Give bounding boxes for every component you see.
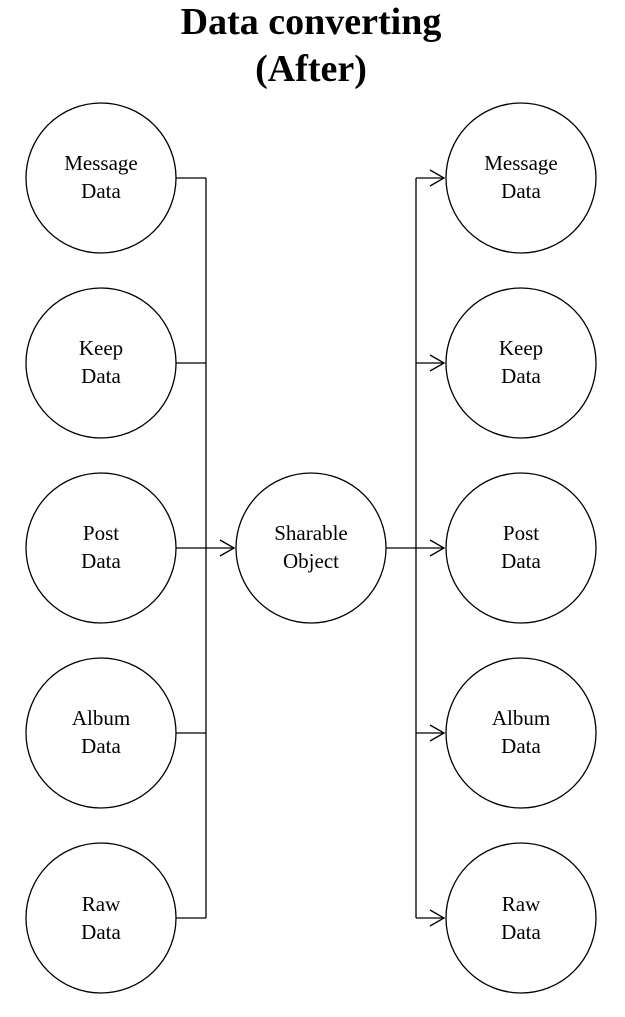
output-node-label-line-1: Album	[492, 706, 550, 730]
title-line-1: Data converting	[181, 1, 442, 43]
output-node-label-line-2: Data	[501, 364, 541, 388]
output-node-label-line-1: Message	[484, 151, 557, 175]
output-arrowhead	[429, 354, 446, 372]
output-node-album: Album Data	[445, 657, 597, 809]
input-node-keep: Keep Data	[25, 287, 177, 439]
input-node-circle	[25, 287, 177, 439]
output-node-label-line-1: Raw	[502, 892, 541, 916]
input-connectors	[176, 177, 236, 919]
output-node-label-line-2: Data	[501, 734, 541, 758]
output-arrowhead	[429, 539, 446, 557]
input-node-label-line-1: Keep	[79, 336, 123, 360]
input-node-circle	[25, 842, 177, 994]
input-arrowhead	[219, 539, 236, 557]
input-node-raw: Raw Data	[25, 842, 177, 994]
center-node-sharable-object: Sharable Object	[235, 472, 387, 624]
output-node-circle	[445, 287, 597, 439]
input-node-circle	[25, 472, 177, 624]
output-node-circle	[445, 472, 597, 624]
input-node-circle	[25, 657, 177, 809]
diagram-title: Data converting (After)	[181, 1, 442, 90]
input-node-label-line-1: Post	[83, 521, 119, 545]
input-node-label-line-2: Data	[81, 549, 121, 573]
output-node-circle	[445, 102, 597, 254]
output-node-message: Message Data	[445, 102, 597, 254]
output-node-label-line-2: Data	[501, 920, 541, 944]
input-node-label-line-1: Raw	[82, 892, 121, 916]
output-arrowhead	[429, 909, 446, 927]
output-node-circle	[445, 842, 597, 994]
center-node-circle	[235, 472, 387, 624]
output-connectors	[386, 169, 446, 927]
output-node-raw: Raw Data	[445, 842, 597, 994]
input-node-album: Album Data	[25, 657, 177, 809]
input-node-label-line-2: Data	[81, 920, 121, 944]
output-node-keep: Keep Data	[445, 287, 597, 439]
output-arrowhead	[429, 724, 446, 742]
input-node-label-line-2: Data	[81, 734, 121, 758]
center-node-label-line-2: Object	[283, 549, 339, 573]
output-arrowhead	[429, 169, 446, 187]
output-node-label-line-2: Data	[501, 179, 541, 203]
center-node-label-line-1: Sharable	[274, 521, 347, 545]
input-node-circle	[25, 102, 177, 254]
input-node-message: Message Data	[25, 102, 177, 254]
input-node-label-line-1: Message	[64, 151, 137, 175]
input-node-label-line-2: Data	[81, 179, 121, 203]
output-node-label-line-1: Keep	[499, 336, 543, 360]
output-node-label-line-1: Post	[503, 521, 539, 545]
output-node-post: Post Data	[445, 472, 597, 624]
output-node-label-line-2: Data	[501, 549, 541, 573]
input-node-label-line-1: Album	[72, 706, 130, 730]
title-line-2: (After)	[255, 48, 367, 90]
output-node-circle	[445, 657, 597, 809]
input-node-label-line-2: Data	[81, 364, 121, 388]
input-node-post: Post Data	[25, 472, 177, 624]
